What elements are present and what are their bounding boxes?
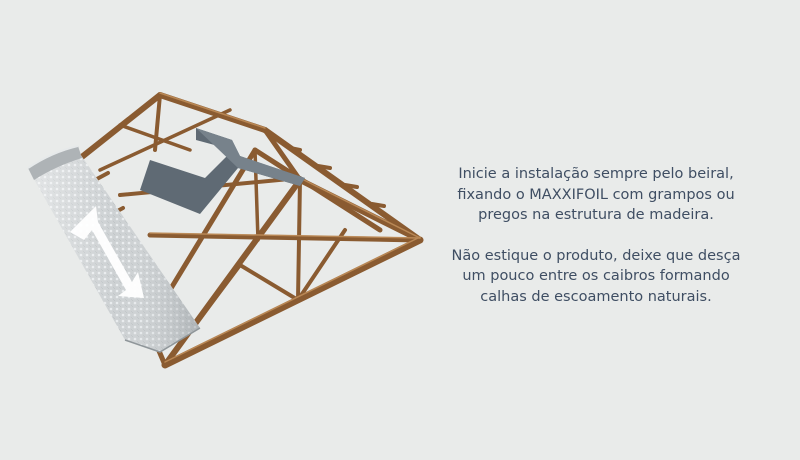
roof-structure-illustration	[27, 92, 424, 369]
paragraph-1-line-3: pregos na estrutura de madeira.	[478, 207, 714, 223]
paragraph-2-line-3: calhas de escoamento naturais.	[480, 288, 712, 305]
paragraph-1-line-1: Inicie a instalação sempre pelo beiral,	[458, 166, 734, 182]
paragraph-2-line-2: um pouco entre os caibros formando	[462, 268, 730, 284]
arrow-icon-shading	[196, 128, 305, 186]
instruction-paragraph-1: Inicie a instalação sempre pelo beiral, …	[436, 164, 756, 226]
wood-highlights	[149, 92, 421, 363]
instruction-paragraph-2: Não estique o produto, deixe que desça u…	[436, 246, 756, 308]
arrow-icon	[140, 128, 305, 214]
double-arrow-icon	[70, 206, 144, 298]
instruction-text: Inicie a instalação sempre pelo beiral, …	[436, 164, 756, 327]
paragraph-2-line-1: Não estique o produto, deixe que desça	[451, 247, 741, 264]
paragraph-1-line-2: fixando o MAXXIFOIL com grampos ou	[457, 186, 735, 203]
foil-sheet	[27, 145, 201, 353]
